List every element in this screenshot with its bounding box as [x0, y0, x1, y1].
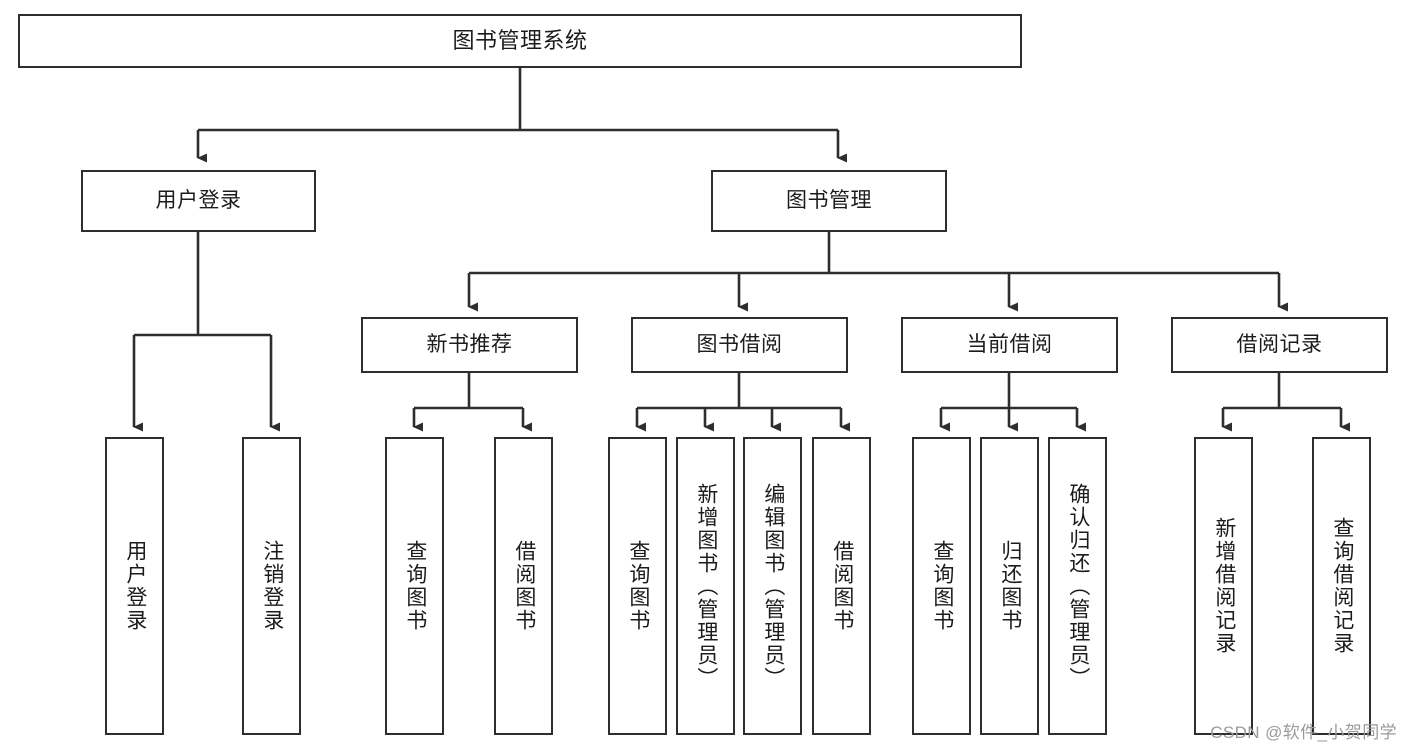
node-label: 图书管理 — [786, 188, 872, 212]
node-label: 注销登录 — [260, 540, 284, 632]
node-leaf-query-book-3[interactable]: 查询图书 — [912, 437, 971, 735]
edge-group-new-book-recommend — [412, 373, 532, 432]
node-leaf-user-login[interactable]: 用户登录 — [105, 437, 164, 735]
node-label: 用户登录 — [155, 188, 242, 212]
edge-group-current-borrow — [939, 373, 1086, 432]
node-label: 新增图书（管理员） — [694, 482, 718, 690]
node-label: 新增借阅记录 — [1212, 517, 1236, 655]
node-current-borrow[interactable]: 当前借阅 — [901, 317, 1118, 373]
edge-group-book-borrow — [635, 373, 850, 432]
node-leaf-confirm-return[interactable]: 确认归还（管理员） — [1048, 437, 1107, 735]
node-label: 查询图书 — [626, 540, 650, 632]
node-leaf-borrow-book-2[interactable]: 借阅图书 — [812, 437, 871, 735]
node-borrow-record[interactable]: 借阅记录 — [1171, 317, 1388, 373]
node-leaf-query-book-2[interactable]: 查询图书 — [608, 437, 667, 735]
node-user-login[interactable]: 用户登录 — [81, 170, 316, 232]
node-leaf-add-record[interactable]: 新增借阅记录 — [1194, 437, 1253, 735]
node-leaf-borrow-book-1[interactable]: 借阅图书 — [494, 437, 553, 735]
edge-group-user-login — [132, 232, 280, 432]
node-label: 归还图书 — [998, 540, 1022, 632]
node-label: 图书管理系统 — [452, 28, 588, 54]
node-leaf-add-book[interactable]: 新增图书（管理员） — [676, 437, 735, 735]
csdn-watermark: CSDN @软件_小贺同学 — [1210, 723, 1397, 742]
node-label: 查询图书 — [403, 540, 427, 632]
node-label: 图书借阅 — [696, 332, 783, 356]
node-book-borrow[interactable]: 图书借阅 — [631, 317, 848, 373]
node-new-book-recommend[interactable]: 新书推荐 — [361, 317, 578, 373]
node-root-system[interactable]: 图书管理系统 — [18, 14, 1022, 68]
edge-group-borrow-record — [1221, 373, 1350, 432]
node-book-management[interactable]: 图书管理 — [711, 170, 947, 232]
node-label: 用户登录 — [123, 540, 147, 632]
node-label: 新书推荐 — [426, 332, 513, 356]
node-leaf-query-record[interactable]: 查询借阅记录 — [1312, 437, 1371, 735]
edge-group-book-management — [467, 232, 1288, 312]
node-label: 借阅图书 — [512, 540, 536, 632]
node-label: 当前借阅 — [966, 332, 1053, 356]
node-leaf-edit-book[interactable]: 编辑图书（管理员） — [743, 437, 802, 735]
node-leaf-query-book-1[interactable]: 查询图书 — [385, 437, 444, 735]
node-label: 查询借阅记录 — [1330, 517, 1354, 655]
node-label: 确认归还（管理员） — [1066, 482, 1090, 690]
node-label: 借阅图书 — [830, 540, 854, 632]
node-label: 借阅记录 — [1236, 332, 1323, 356]
node-label: 查询图书 — [930, 540, 954, 632]
edge-group-root — [196, 68, 847, 163]
node-leaf-logout-login[interactable]: 注销登录 — [242, 437, 301, 735]
node-leaf-return-book[interactable]: 归还图书 — [980, 437, 1039, 735]
node-label: 编辑图书（管理员） — [761, 482, 785, 690]
